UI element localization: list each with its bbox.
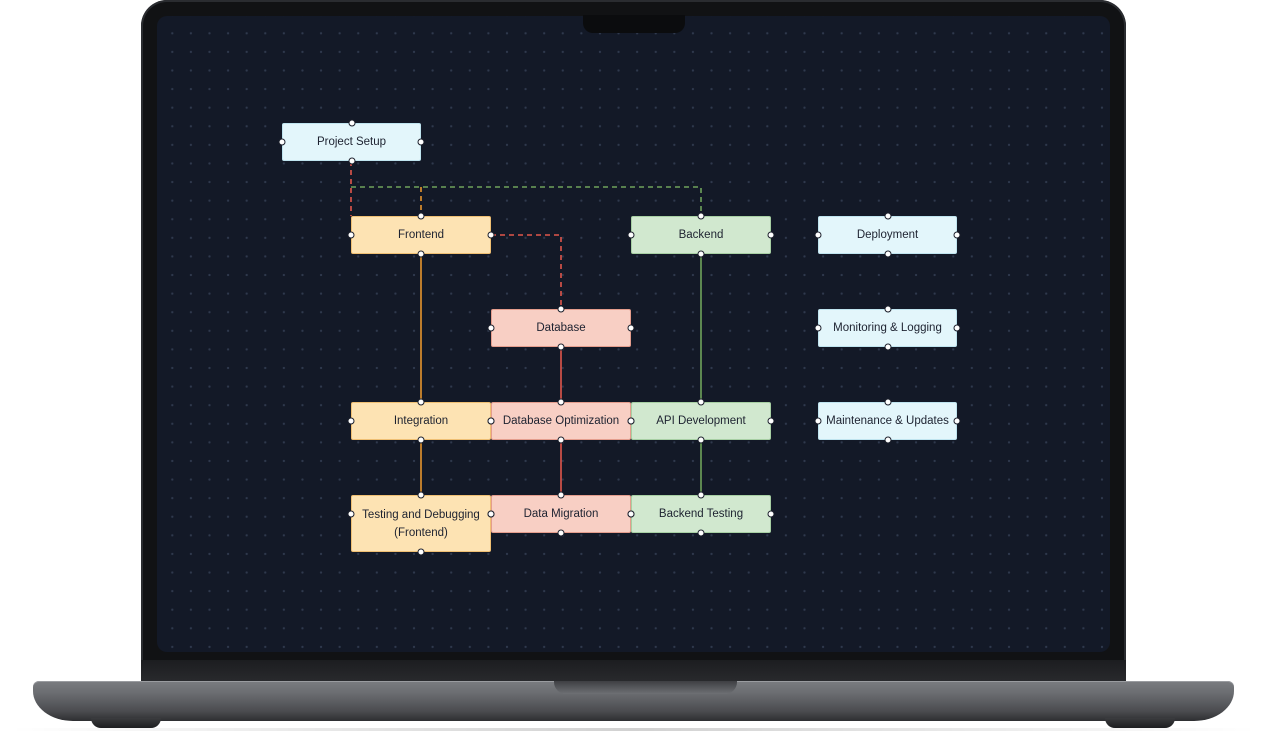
port-top-project-setup[interactable] — [348, 119, 355, 127]
port-top-backend-testing[interactable] — [697, 491, 705, 499]
port-top-deployment[interactable] — [884, 212, 891, 220]
port-left-maintenance-updates[interactable] — [814, 417, 822, 425]
port-bottom-testing-debugging-frontend[interactable] — [417, 548, 425, 556]
port-bottom-database-optimization[interactable] — [557, 436, 565, 444]
node-deployment[interactable]: Deployment — [818, 216, 957, 254]
port-right-database[interactable] — [627, 324, 635, 332]
port-left-backend-testing[interactable] — [627, 510, 635, 518]
port-left-deployment[interactable] — [814, 231, 822, 239]
port-top-frontend[interactable] — [417, 212, 425, 220]
laptop-hinge — [554, 681, 737, 694]
port-top-testing-debugging-frontend[interactable] — [417, 491, 425, 499]
node-maintenance-updates[interactable]: Maintenance & Updates — [818, 402, 957, 440]
port-right-api-development[interactable] — [767, 417, 775, 425]
port-bottom-backend-testing[interactable] — [697, 529, 705, 537]
port-top-api-development[interactable] — [697, 398, 705, 406]
port-left-database[interactable] — [487, 324, 495, 332]
node-frontend[interactable]: Frontend — [351, 216, 491, 254]
port-top-database[interactable] — [557, 305, 565, 313]
port-right-maintenance-updates[interactable] — [953, 417, 961, 425]
port-right-backend[interactable] — [767, 231, 775, 239]
port-bottom-api-development[interactable] — [697, 436, 705, 444]
node-data-migration[interactable]: Data Migration — [491, 495, 631, 533]
port-right-frontend[interactable] — [487, 231, 495, 239]
node-backend-testing[interactable]: Backend Testing — [631, 495, 771, 533]
connector-project-setup-to-backend[interactable] — [351, 186, 702, 216]
laptop-chin — [141, 660, 1126, 684]
port-right-project-setup[interactable] — [417, 138, 425, 146]
port-left-project-setup[interactable] — [278, 138, 286, 146]
port-left-monitoring-logging[interactable] — [814, 324, 822, 332]
port-bottom-monitoring-logging[interactable] — [884, 343, 891, 351]
node-testing-debugging-frontend[interactable]: Testing and Debugging (Frontend) — [351, 495, 491, 552]
node-api-development[interactable]: API Development — [631, 402, 771, 440]
port-top-backend[interactable] — [697, 212, 705, 220]
laptop-foot-left — [91, 718, 161, 728]
port-left-api-development[interactable] — [627, 417, 635, 425]
port-top-integration[interactable] — [417, 398, 425, 406]
port-left-database-optimization[interactable] — [487, 417, 495, 425]
port-left-frontend[interactable] — [347, 231, 355, 239]
port-right-monitoring-logging[interactable] — [953, 324, 961, 332]
port-left-integration[interactable] — [347, 417, 355, 425]
port-bottom-frontend[interactable] — [417, 250, 425, 258]
laptop-foot-right — [1105, 718, 1175, 728]
node-integration[interactable]: Integration — [351, 402, 491, 440]
port-top-database-optimization[interactable] — [557, 398, 565, 406]
port-bottom-maintenance-updates[interactable] — [884, 436, 891, 444]
port-left-backend[interactable] — [627, 231, 635, 239]
node-database[interactable]: Database — [491, 309, 631, 347]
port-top-data-migration[interactable] — [557, 491, 565, 499]
port-left-data-migration[interactable] — [487, 510, 495, 518]
camera-notch — [583, 15, 685, 33]
port-bottom-deployment[interactable] — [884, 250, 891, 258]
laptop-shadow — [10, 728, 1257, 731]
port-bottom-integration[interactable] — [417, 436, 425, 444]
port-left-testing-debugging-frontend[interactable] — [347, 510, 355, 518]
port-bottom-project-setup[interactable] — [348, 157, 355, 165]
port-top-monitoring-logging[interactable] — [884, 305, 891, 313]
node-database-optimization[interactable]: Database Optimization — [491, 402, 631, 440]
port-bottom-database[interactable] — [557, 343, 565, 351]
node-project-setup[interactable]: Project Setup — [282, 123, 421, 161]
node-backend[interactable]: Backend — [631, 216, 771, 254]
port-top-maintenance-updates[interactable] — [884, 398, 891, 406]
port-bottom-data-migration[interactable] — [557, 529, 565, 537]
port-right-deployment[interactable] — [953, 231, 961, 239]
port-bottom-backend[interactable] — [697, 250, 705, 258]
port-right-backend-testing[interactable] — [767, 510, 775, 518]
node-monitoring-logging[interactable]: Monitoring & Logging — [818, 309, 957, 347]
connector-frontend-to-database[interactable] — [491, 234, 562, 309]
